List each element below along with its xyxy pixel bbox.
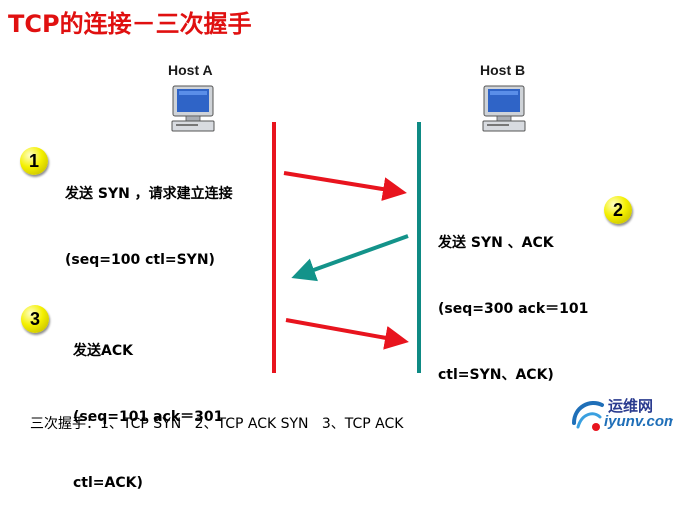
handshake-diagram (272, 122, 421, 373)
step-3-line1: 发送ACK (73, 343, 133, 359)
computer-icon (171, 85, 215, 132)
step-3-message: 发送ACK (seq=101 ack＝301 ctl=ACK) (73, 296, 223, 516)
step-3-badge: 3 (21, 305, 49, 333)
watermark-en: iyunv.com (604, 413, 673, 430)
watermark-logo: 运维网 iyunv.com (568, 393, 673, 435)
logo-icon (572, 401, 604, 431)
step-2-line2: (seq=300 ack＝101 (438, 301, 589, 317)
computer-icon (482, 85, 526, 132)
step-2-line3: ctl=SYN、ACK) (438, 367, 554, 383)
step-1-line1: 发送 SYN ，请求建立连接 (65, 186, 233, 202)
step-2-badge: 2 (604, 196, 632, 224)
step-2-line1: 发送 SYN 、ACK (438, 235, 554, 251)
summary-text: 三次握手：1、TCP SYN 2、TCP ACK SYN 3、TCP ACK (30, 416, 404, 432)
host-b-label: Host B (480, 62, 526, 78)
page-title: TCP的连接－三次握手 (8, 10, 252, 38)
syn-arrow (283, 171, 407, 201)
syn-ack-arrow (291, 234, 409, 282)
step-1-badge: 1 (20, 147, 48, 175)
step-3-line2: (seq=101 ack＝301 (73, 409, 224, 425)
step-1-line2: (seq=100 ctl=SYN) (65, 252, 215, 268)
ack-arrow (285, 318, 409, 350)
step-3-line3: ctl=ACK) (73, 475, 143, 491)
step-1-message: 发送 SYN ，请求建立连接 (seq=100 ctl=SYN) (65, 139, 233, 293)
host-a-label: Host A (168, 62, 213, 78)
step-2-message: 发送 SYN 、ACK (seq=300 ack＝101 ctl=SYN、ACK… (438, 188, 588, 408)
watermark-cn: 运维网 (608, 397, 654, 415)
